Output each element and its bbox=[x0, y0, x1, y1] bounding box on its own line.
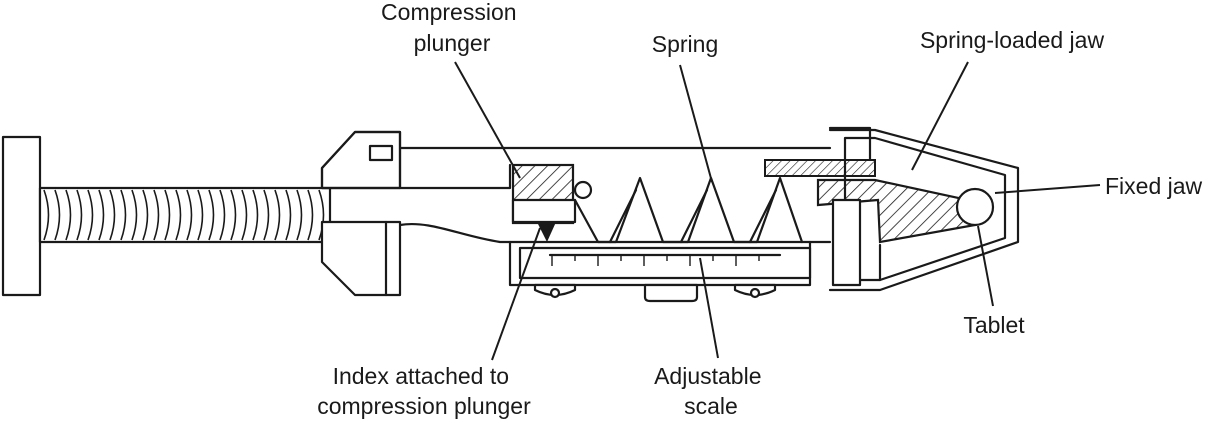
screw-thread bbox=[263, 189, 270, 241]
screw-thread bbox=[241, 189, 248, 241]
adjustable-scale bbox=[518, 246, 812, 303]
screw-thread bbox=[252, 189, 259, 241]
label-index: Index attached to compression plunger bbox=[317, 363, 531, 419]
screw-thread bbox=[76, 189, 83, 241]
screw-thread bbox=[43, 189, 50, 241]
screw-thread bbox=[208, 189, 215, 241]
screw-thread bbox=[285, 189, 292, 241]
screw-thread bbox=[274, 189, 281, 241]
spring-loaded-jaw bbox=[764, 126, 977, 244]
label-spring: Spring bbox=[652, 31, 718, 57]
screw-thread bbox=[186, 189, 193, 241]
screw-thread bbox=[153, 189, 160, 241]
leader-compression-plunger bbox=[454, 61, 521, 179]
label-tablet: Tablet bbox=[963, 312, 1025, 338]
screw-thread bbox=[318, 189, 325, 241]
screw-thread bbox=[296, 189, 303, 241]
tablet bbox=[955, 187, 995, 227]
label-spring-loaded-jaw: Spring-loaded jaw bbox=[920, 27, 1105, 53]
screw-thread bbox=[54, 189, 61, 241]
compression-plunger bbox=[511, 163, 593, 225]
screw-thread bbox=[142, 189, 149, 241]
screw-thread bbox=[65, 189, 72, 241]
screw-thread bbox=[120, 189, 127, 241]
handle-knob bbox=[1, 135, 42, 297]
leader-lines bbox=[454, 61, 1101, 361]
fixed-jaw bbox=[828, 128, 1020, 292]
screw-thread bbox=[98, 189, 105, 241]
end-cap bbox=[320, 130, 402, 297]
threaded-screw bbox=[38, 186, 332, 244]
leader-spring-loaded-jaw bbox=[911, 61, 969, 171]
screw-thread bbox=[307, 189, 314, 241]
label-adjustable-scale: Adjustable scale bbox=[654, 363, 768, 419]
screw-thread bbox=[219, 189, 226, 241]
leader-spring bbox=[679, 64, 713, 183]
screw-thread bbox=[109, 189, 116, 241]
screw-thread bbox=[230, 189, 237, 241]
screw-thread bbox=[164, 189, 171, 241]
leader-fixed-jaw bbox=[994, 184, 1101, 194]
screw-thread bbox=[197, 189, 204, 241]
index-pointer bbox=[537, 222, 556, 242]
leader-tablet bbox=[977, 225, 994, 307]
screw-thread bbox=[87, 189, 94, 241]
screw-thread bbox=[175, 189, 182, 241]
label-fixed-jaw: Fixed jaw bbox=[1105, 173, 1203, 199]
leader-index bbox=[491, 227, 541, 361]
screw-thread bbox=[131, 189, 138, 241]
leader-adjustable-scale bbox=[699, 257, 719, 359]
label-compression-plunger: Compression plunger bbox=[381, 0, 523, 56]
spring-coil bbox=[573, 176, 804, 244]
